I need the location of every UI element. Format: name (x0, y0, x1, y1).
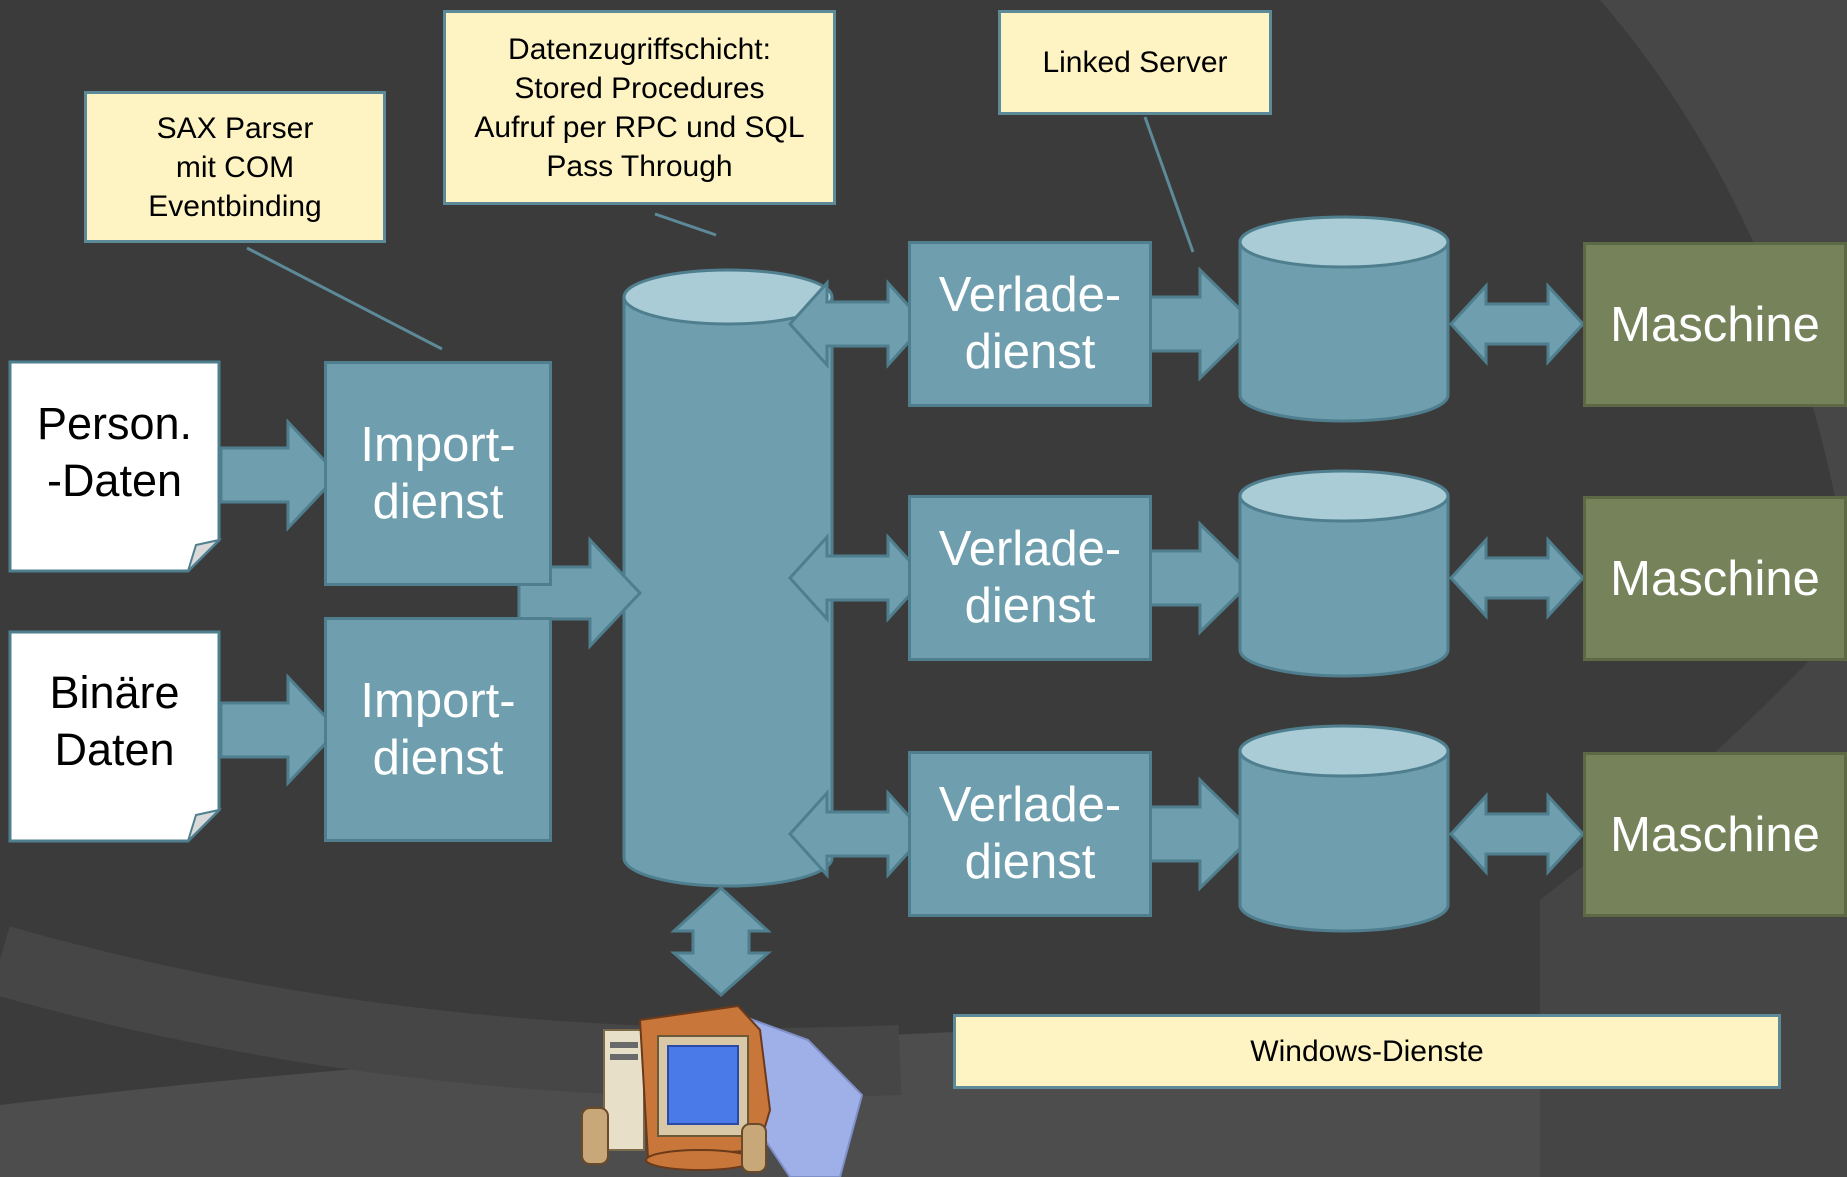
connector-linked (1143, 116, 1195, 253)
arrow-loader1-mdb1 (1133, 266, 1258, 382)
arrow-mdb1-machine1 (1448, 282, 1586, 366)
import-service-1: Import- dienst (324, 361, 552, 586)
machine-database-2-body (1238, 494, 1450, 678)
machine-1: Maschine (1583, 242, 1847, 407)
connector-dal (654, 212, 717, 237)
machine-database-1-body (1238, 240, 1450, 423)
note-windows-services: Windows-Dienste (953, 1014, 1781, 1089)
loader-service-3: Verlade- dienst (908, 751, 1152, 917)
note-linked-server: Linked Server (998, 10, 1272, 115)
machine-database-3-body (1238, 749, 1450, 933)
loader-service-1: Verlade- dienst (908, 241, 1152, 407)
machine-2: Maschine (1583, 496, 1847, 661)
connector-sax (246, 246, 443, 351)
import-service-2: Import- dienst (324, 617, 552, 842)
machine-database-2-top (1238, 469, 1450, 523)
machine-database-1-top (1238, 215, 1450, 269)
arrow-doc2-import2 (219, 673, 341, 787)
note-sax-parser: SAX Parser mit COM Eventbinding (84, 91, 386, 243)
arrow-loader2-mdb2 (1133, 520, 1258, 636)
arrow-mdb2-machine2 (1448, 536, 1586, 620)
computer-workstation-icon (581, 1004, 864, 1177)
doc-personal-data: Person. -Daten (36, 398, 193, 506)
arrow-doc1-import1 (219, 418, 341, 532)
machine-database-3-top (1238, 724, 1450, 778)
arrow-db-workstation (670, 885, 772, 998)
doc-binary-data: Binäre Daten (49, 667, 180, 775)
arrow-mdb3-machine3 (1448, 792, 1586, 876)
central-database-top (622, 268, 834, 326)
loader-service-2: Verlade- dienst (908, 495, 1152, 661)
machine-3: Maschine (1583, 752, 1847, 917)
note-data-access-layer: Datenzugriffschicht: Stored Procedures A… (443, 10, 836, 205)
arrow-loader3-mdb3 (1133, 776, 1258, 892)
